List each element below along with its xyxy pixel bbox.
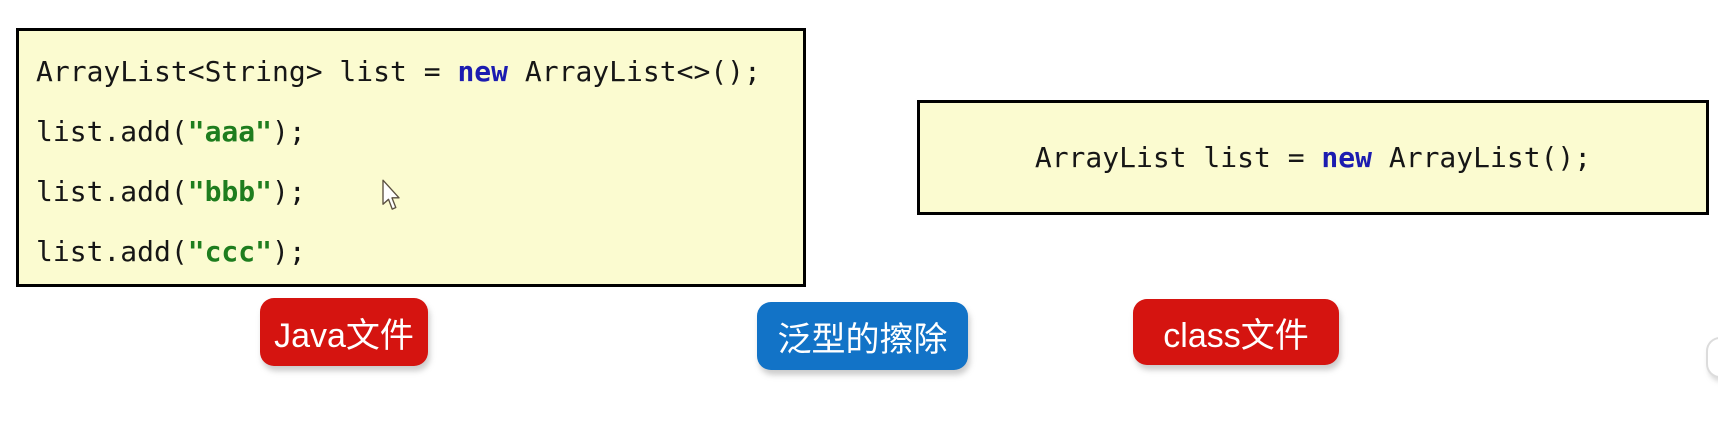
badge-class-file-label: class文件 (1163, 316, 1309, 355)
code-line-erased-declaration: ArrayList list = new ArrayList(); (1035, 128, 1591, 188)
code-text: ArrayList(); (1372, 141, 1592, 174)
java-source-code-box: ArrayList<String> list = new ArrayList<>… (16, 28, 806, 287)
code-text: ); (272, 114, 306, 148)
cutoff-badge-shape (1706, 337, 1718, 378)
mouse-cursor-icon (382, 179, 400, 210)
erased-class-code-box: ArrayList list = new ArrayList(); (917, 100, 1709, 215)
badge-java-file: Java文件 (260, 298, 428, 366)
code-text: list.add( (36, 234, 188, 268)
code-line-add-aaa: list.add("aaa"); (36, 101, 803, 161)
string-literal: "aaa" (187, 114, 273, 148)
badge-generic-erasure-label: 泛型的擦除 (777, 320, 948, 359)
badge-generic-erasure: 泛型的擦除 (757, 302, 968, 370)
code-text: ); (272, 234, 306, 268)
code-text: ArrayList<String> list = (36, 54, 458, 88)
code-line-add-bbb: list.add("bbb"); (36, 161, 803, 221)
string-literal: "bbb" (187, 174, 273, 208)
code-text: list.add( (36, 174, 188, 208)
badge-class-file: class文件 (1133, 299, 1339, 365)
code-line-declaration: ArrayList<String> list = new ArrayList<>… (36, 41, 803, 101)
code-text: ArrayList<>(); (508, 54, 761, 88)
string-literal: "ccc" (187, 234, 273, 268)
code-text: ); (272, 174, 306, 208)
code-line-add-ccc: list.add("ccc"); (36, 221, 803, 281)
keyword-new: new (457, 54, 509, 88)
code-text: ArrayList list = (1034, 141, 1322, 174)
keyword-new: new (1321, 141, 1372, 174)
code-text: list.add( (36, 114, 188, 148)
badge-java-file-label: Java文件 (274, 316, 414, 355)
